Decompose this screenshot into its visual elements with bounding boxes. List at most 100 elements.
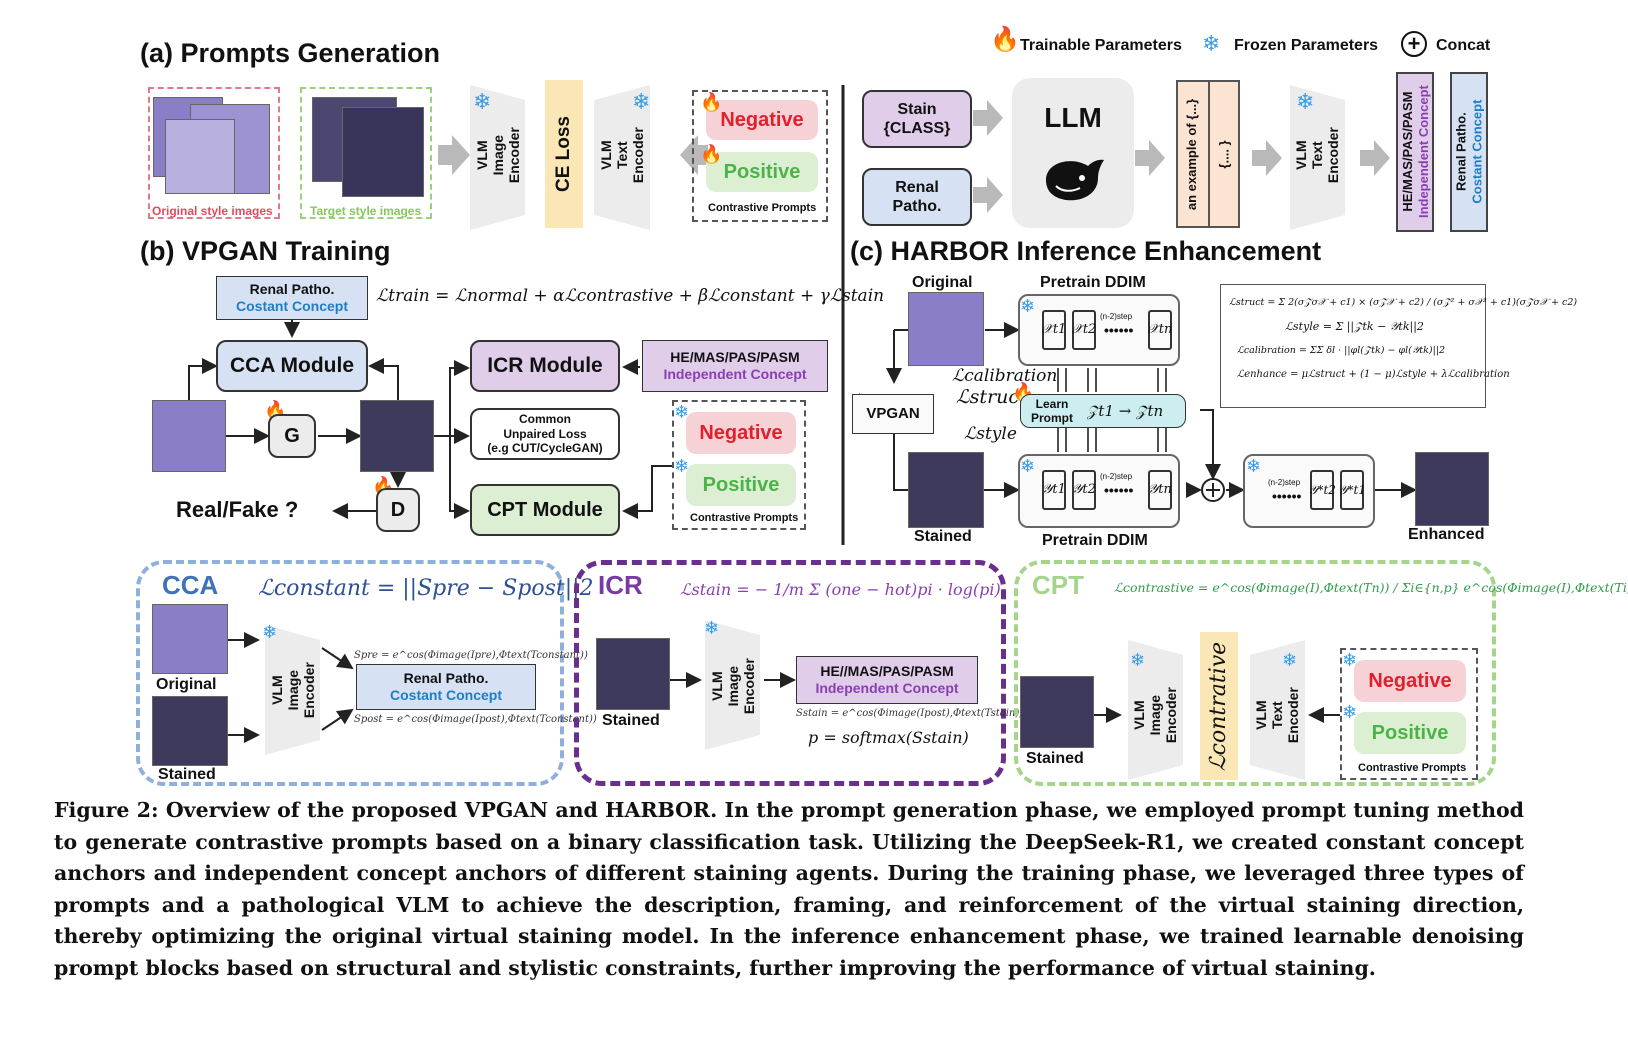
independent-concept-box-b: HE/MAS/PAS/PASM Independent Concept	[642, 340, 828, 392]
icr-independent-label: Independent Concept	[815, 680, 959, 696]
eq-calibration: ℒcalibration = ΣΣ δl · ||φl(𝒵tk) − φl(𝒴t…	[1237, 345, 1446, 356]
cca-stained-tissue	[152, 696, 228, 766]
negative-prompt: Negative	[1354, 660, 1466, 702]
original-style-label: Original style images	[152, 204, 273, 218]
llm-box: LLM	[1012, 78, 1134, 228]
cca-module-box: CCA Module	[216, 340, 368, 392]
learn-prompt-box: Learn Prompt 𝒵t1 → 𝒵tn	[1020, 394, 1186, 428]
whale-icon	[1046, 159, 1104, 201]
vlm-text-encoder-a2: VLM Text Encoder	[1292, 126, 1342, 184]
pretrain-ddim-bottom-label: Pretrain DDIM	[1042, 532, 1148, 549]
diagram-connectors	[188, 85, 1417, 780]
ce-loss-bar: CE Loss	[545, 80, 583, 228]
spost-formula: Spost = e^cos(Φimage(Ipost),Φtext(Tconst…	[354, 714, 597, 725]
l-style-label: ℒstyle	[964, 424, 1017, 444]
contrastive-prompts-frame-b: Negative Positive Contrastive Prompts	[672, 400, 806, 530]
section-c-title: (c) HARBOR Inference Enhancement	[850, 236, 1322, 266]
original-tissue-b	[152, 400, 226, 472]
renal-patho-box: Renal Patho.	[862, 168, 972, 226]
constant-concept-vertical: Renal Patho. Costant Concept	[1450, 72, 1488, 232]
cca-original-label: Original	[156, 676, 217, 693]
snowflake-icon: ❄	[1020, 296, 1036, 317]
original-label-c: Original	[912, 274, 973, 291]
icr-independent-box: HE//MAS/PAS/PASM Independent Concept	[796, 656, 978, 704]
train-loss-formula: ℒtrain = ℒnormal + αℒcontrastive + βℒcon…	[376, 286, 885, 306]
y-token: 𝒴t2	[1072, 470, 1096, 510]
cca-panel	[136, 560, 564, 786]
snowflake-icon: ❄	[674, 456, 690, 477]
concat-icon: +	[1401, 31, 1427, 57]
tissue-image	[342, 107, 424, 197]
cca-costant-label: Costant Concept	[390, 687, 502, 703]
cpt-panel	[1014, 560, 1496, 786]
snowflake-icon: ❄	[1282, 650, 1298, 671]
llm-label: LLM	[1044, 102, 1102, 133]
common-loss-box: Common Unpaired Loss (e.g CUT/CycleGAN)	[470, 408, 620, 460]
spre-formula: Spre = e^cos(Φimage(Ipre),Φtext(Tconstan…	[354, 650, 588, 661]
ce-loss-label: CE Loss	[553, 115, 574, 193]
snowflake-icon: ❄	[1296, 90, 1315, 115]
vpgan-box: VPGAN	[852, 394, 934, 434]
negative-prompt: Negative	[686, 412, 796, 454]
snowflake-icon: ❄	[473, 90, 492, 115]
ellipsis: ••••••	[1104, 322, 1134, 338]
vlm-text-encoder-a: VLM Text Encoder	[597, 126, 647, 184]
tissue-image	[165, 119, 235, 194]
stained-label-c: Stained	[914, 528, 972, 545]
ellipsis: ••••••	[1272, 488, 1302, 504]
cca-formula: ℒconstant = ||Spre − Spost||2	[258, 576, 594, 601]
real-fake-label: Real/Fake ?	[176, 497, 299, 522]
stained-tissue-c	[908, 452, 984, 528]
softmax-formula: p = softmax(Sstain)	[808, 728, 969, 747]
target-style-frame	[300, 87, 432, 219]
icr-vlm-encoder: VLM Image Encoder	[708, 657, 758, 715]
cpt-stained-tissue	[1020, 676, 1094, 748]
contrastive-prompts-label: Contrastive Prompts	[708, 202, 817, 214]
icr-stained-label: Stained	[602, 712, 660, 729]
stain-class-box: Stain {CLASS}	[862, 90, 972, 148]
cpt-title: CPT	[1032, 570, 1084, 600]
snowflake-icon: ❄	[674, 402, 690, 423]
positive-prompt: Positive	[686, 464, 796, 506]
positive-prompt: Positive	[1354, 712, 1466, 754]
cca-vlm-encoder: VLM Image Encoder	[268, 661, 318, 719]
snowflake-icon: ❄	[704, 618, 720, 639]
dots-text: {.... }	[1216, 139, 1232, 169]
snowflake-icon: ❄	[1342, 702, 1358, 723]
renal-patho-label: Renal Patho.	[249, 281, 335, 298]
independent-concept-vertical: HE/MAS/PAS/PASM Independent Concept	[1396, 72, 1434, 232]
harbor-equations-box: ℒstruct = Σ 2(σ𝒵σ𝒳 + c1) × (σ𝒵𝒳 + c2) / …	[1220, 284, 1577, 408]
step-label: (n-2)step	[1268, 478, 1301, 487]
legend-trainable: Trainable Parameters	[1020, 37, 1182, 54]
cpt-vlm-image-encoder: VLM Image Encoder	[1130, 686, 1180, 744]
ellipsis: ••••••	[1104, 482, 1134, 498]
independent-concept-line2: Independent Concept	[1415, 85, 1431, 219]
step-label: (n-2)step	[1100, 312, 1133, 321]
constant-concept-line2: Costant Concept	[1469, 100, 1484, 204]
fire-icon: 🔥	[990, 25, 1020, 53]
legend-concat: Concat	[1436, 37, 1491, 54]
example-prompt-box: an example of {...} {.... }	[1176, 80, 1240, 228]
section-a-title: (a) Prompts Generation	[140, 38, 441, 68]
stained-tissue-b	[360, 400, 434, 472]
x-token: 𝒳t2	[1072, 310, 1096, 350]
independent-concept-line1: HE/MAS/PAS/PASM	[1399, 91, 1415, 213]
he-mas-label: HE/MAS/PAS/PASM	[670, 349, 800, 366]
cca-stained-label: Stained	[158, 766, 216, 783]
learn-prompt-label: Learn Prompt	[1031, 396, 1073, 425]
section-b-title: (b) VPGAN Training	[140, 236, 391, 266]
cpt-loss-bar: ℒcontrative	[1200, 632, 1238, 780]
cpt-formula: ℒcontrastive = e^cos(Φimage(I),Φtext(Tn)…	[1114, 580, 1628, 595]
cca-original-tissue	[152, 604, 228, 674]
constant-concept-line1: Renal Patho.	[1453, 112, 1469, 192]
snowflake-icon: ❄	[1342, 650, 1358, 671]
ddim-top-block	[1018, 294, 1180, 366]
cca-constant-box: Renal Patho. Costant Concept	[356, 664, 536, 710]
cca-title: CCA	[162, 570, 219, 600]
cpt-stained-label: Stained	[1026, 750, 1084, 767]
cpt-contrastive-frame: Negative Positive Contrastive Prompts	[1340, 648, 1478, 780]
fire-icon: 🔥	[700, 92, 723, 113]
figure-caption: Figure 2: Overview of the proposed VPGAN…	[54, 798, 1524, 980]
vlm-image-encoder-a: VLM Image Encoder	[473, 126, 523, 184]
snowflake-icon: ❄	[1130, 650, 1146, 671]
